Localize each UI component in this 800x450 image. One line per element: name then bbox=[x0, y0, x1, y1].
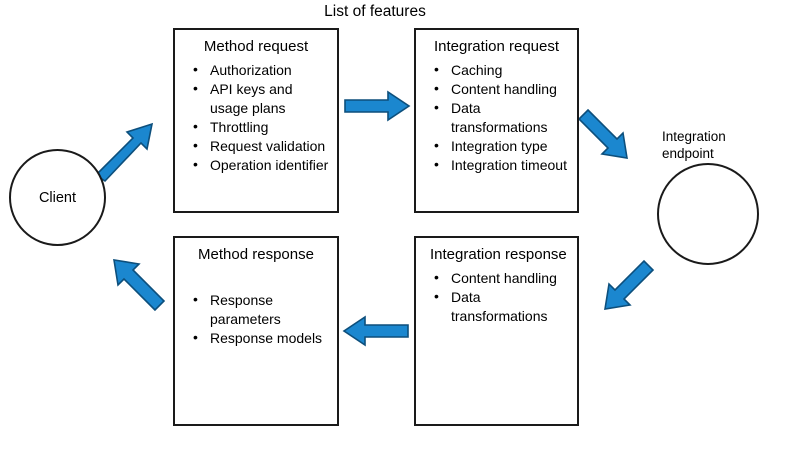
box-integration-response[interactable]: Integration response Content handling Da… bbox=[414, 236, 579, 426]
node-client[interactable]: Client bbox=[9, 149, 106, 246]
arrow-endpoint-to-integration-response bbox=[604, 259, 655, 310]
node-integration-endpoint-label: Integration endpoint bbox=[662, 128, 772, 162]
box-method-response-title: Method response bbox=[198, 246, 314, 263]
page-title: List of features bbox=[324, 3, 426, 20]
box-integration-response-title: Integration response bbox=[430, 246, 567, 263]
list-item: Operation identifier bbox=[193, 155, 329, 175]
arrow-integration-request-to-endpoint bbox=[577, 108, 628, 159]
list-item: Integration type bbox=[434, 136, 569, 156]
node-client-label: Client bbox=[38, 189, 77, 206]
arrow-method-response-to-client bbox=[113, 259, 166, 312]
list-item: Response models bbox=[193, 328, 329, 348]
list-item: Content handling bbox=[434, 268, 569, 288]
box-method-request[interactable]: Method request Authorization API keys an… bbox=[173, 28, 339, 213]
list-item: Response parameters bbox=[193, 290, 329, 329]
arrow-integration-response-to-method-response bbox=[342, 315, 409, 347]
list-item: API keys and usage plans bbox=[193, 79, 329, 118]
list-item: Data transformations bbox=[434, 98, 569, 137]
list-item: Data transformations bbox=[434, 287, 569, 326]
arrow-client-to-method-request bbox=[94, 122, 154, 183]
node-integration-endpoint[interactable] bbox=[657, 163, 759, 265]
list-item: Caching bbox=[434, 60, 569, 80]
box-integration-response-list: Content handling Data transformations bbox=[416, 265, 577, 326]
box-method-response-list: Response parameters Response models bbox=[175, 265, 337, 348]
list-item: Request validation bbox=[193, 136, 329, 156]
arrow-method-request-to-integration-request bbox=[344, 90, 411, 122]
node-integration-endpoint-label-line1: Integration bbox=[662, 129, 726, 144]
box-integration-request-list: Caching Content handling Data transforma… bbox=[416, 57, 577, 175]
list-item: Integration timeout bbox=[434, 155, 569, 175]
list-item: Content handling bbox=[434, 79, 569, 99]
node-integration-endpoint-label-line2: endpoint bbox=[662, 146, 714, 161]
box-method-request-title: Method request bbox=[203, 38, 309, 55]
box-method-request-list: Authorization API keys and usage plans T… bbox=[175, 57, 337, 175]
box-method-response[interactable]: Method response Response parameters Resp… bbox=[173, 236, 339, 426]
box-integration-request[interactable]: Integration request Caching Content hand… bbox=[414, 28, 579, 213]
box-integration-request-title: Integration request bbox=[433, 38, 560, 55]
list-item: Throttling bbox=[193, 117, 329, 137]
list-item: Authorization bbox=[193, 60, 329, 80]
